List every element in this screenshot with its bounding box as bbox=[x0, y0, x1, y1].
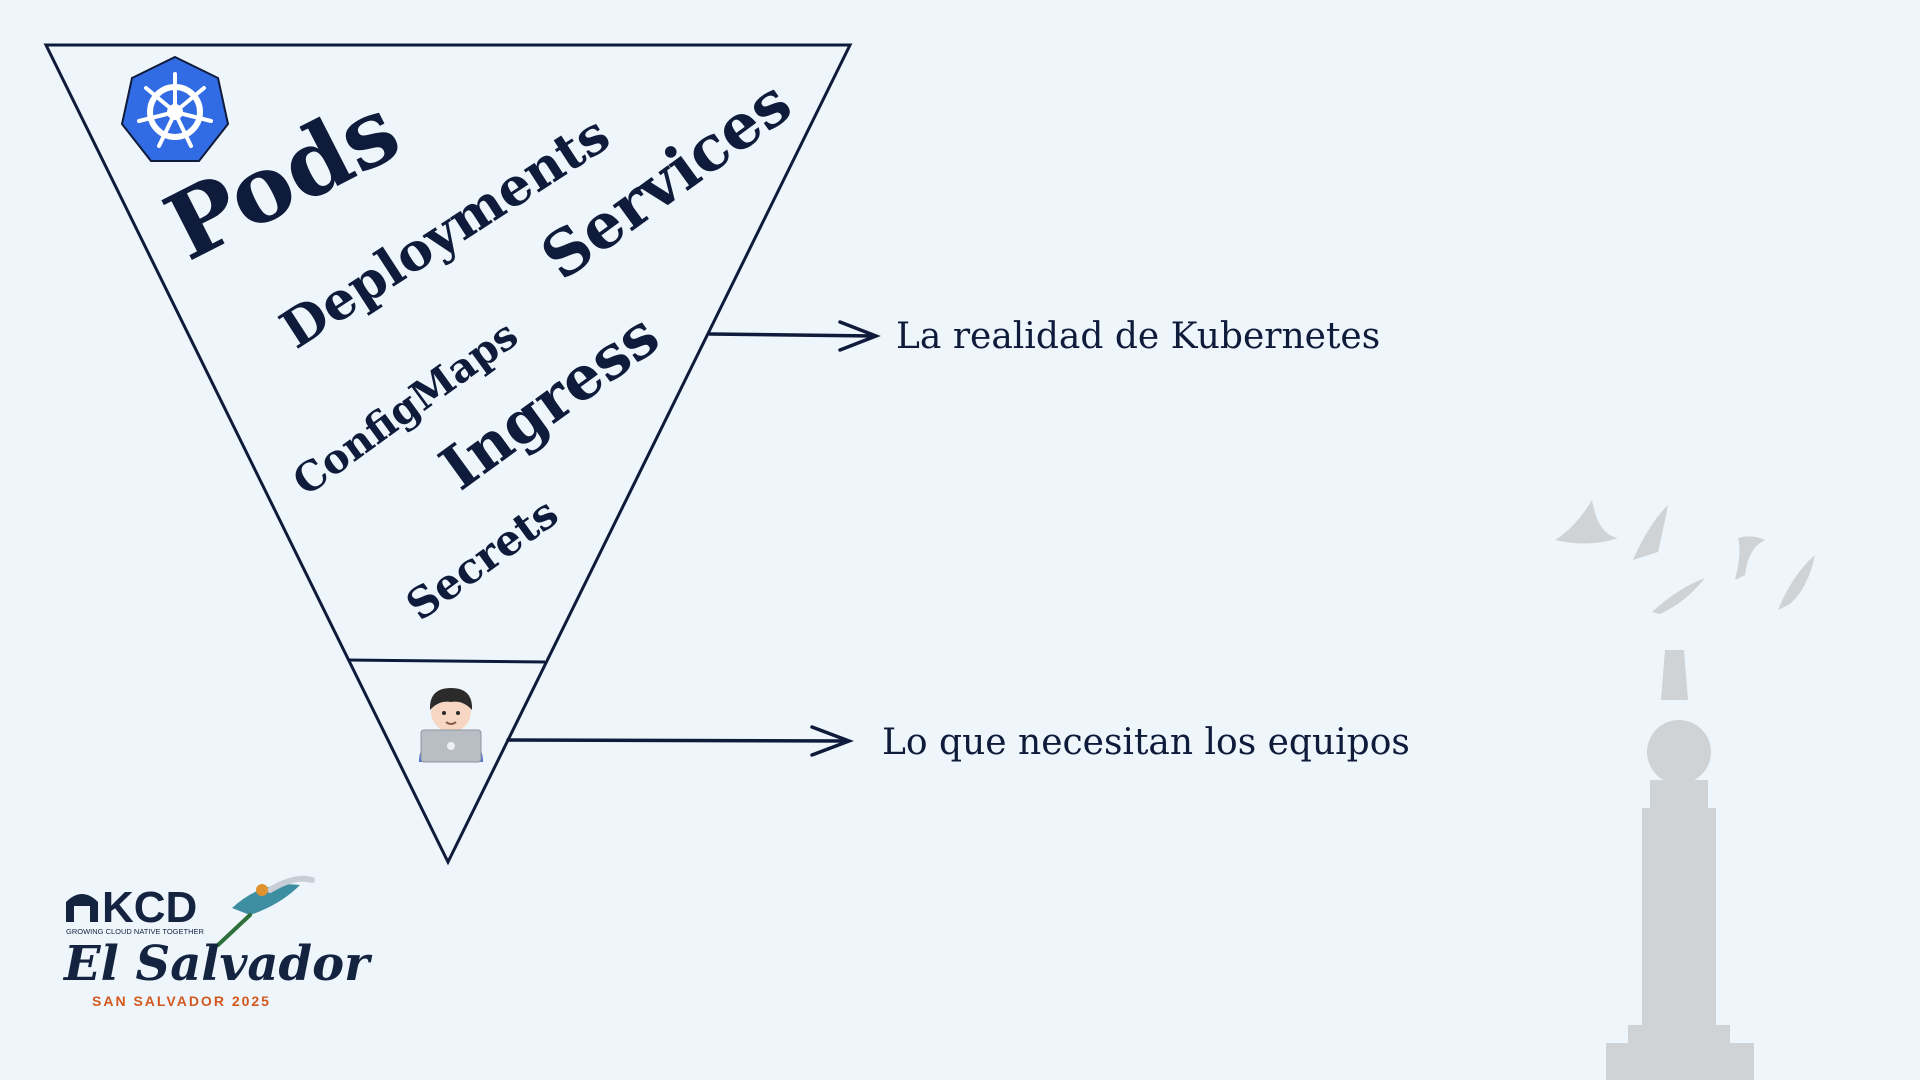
triangle-divider bbox=[348, 660, 545, 662]
logo-tagline: GROWING CLOUD NATIVE TOGETHER bbox=[66, 927, 205, 936]
annotation-kubernetes-reality: La realidad de Kubernetes bbox=[896, 316, 1380, 357]
logo-city: El Salvador bbox=[62, 936, 373, 992]
logo-kcd-wordmark: KCD bbox=[102, 883, 197, 932]
kcd-el-salvador-logo: KCD GROWING CLOUD NATIVE TOGETHER El Sal… bbox=[62, 879, 373, 1009]
birds-illustration bbox=[1555, 500, 1815, 614]
keyword-secrets: Secrets bbox=[397, 488, 567, 630]
monument-illustration bbox=[1606, 650, 1754, 1080]
kubernetes-helm-icon bbox=[122, 57, 228, 161]
logo-event: SAN SALVADOR 2025 bbox=[92, 993, 271, 1009]
kcd-helm-mark-icon bbox=[66, 894, 98, 922]
developer-laptop-emoji-icon bbox=[419, 688, 483, 762]
arrow-to-needs bbox=[508, 727, 849, 755]
keyword-ingress: Ingress bbox=[428, 300, 672, 504]
annotation-team-needs: Lo que necesitan los equipos bbox=[882, 722, 1410, 763]
arrow-to-reality bbox=[710, 322, 876, 350]
